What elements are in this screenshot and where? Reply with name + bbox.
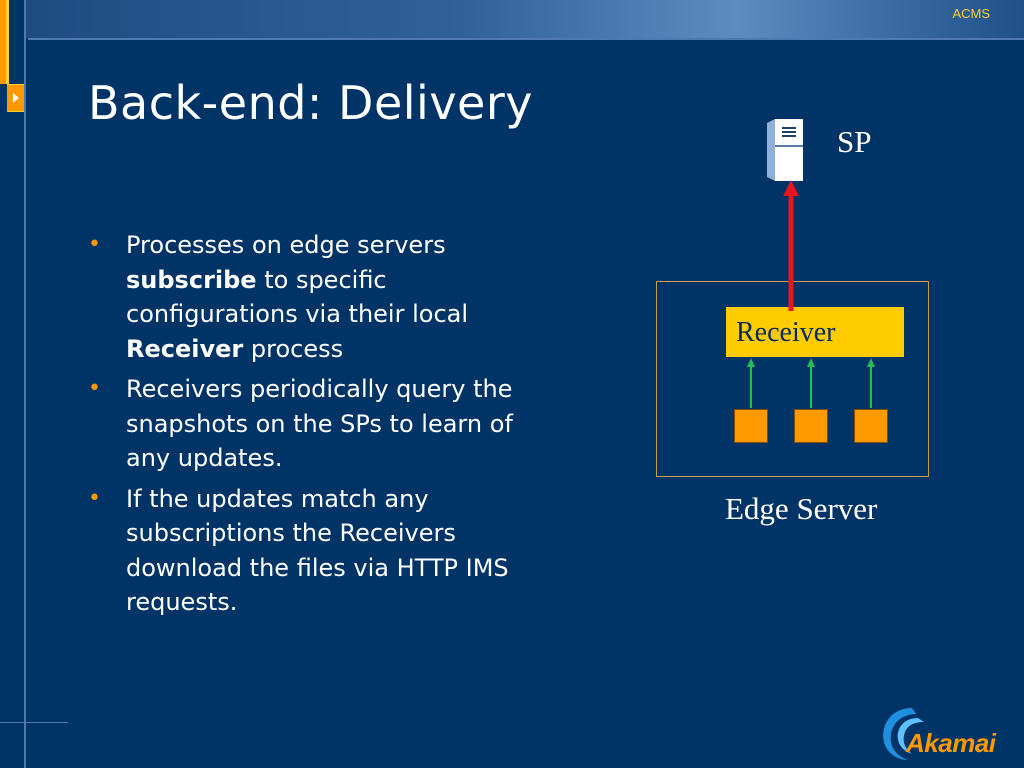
rail-accent (0, 0, 6, 84)
header-band (0, 0, 1024, 38)
akamai-logo: Akamai (878, 702, 1006, 764)
bullet-text: Processes on edge servers (126, 231, 446, 259)
bullet-text: If the updates match any subscriptions t… (126, 484, 509, 617)
bullet-dot-icon: • (88, 376, 101, 401)
edge-process-box (794, 409, 828, 443)
bullet-item: • If the updates match any subscriptions … (88, 482, 548, 620)
header-divider (28, 38, 1024, 40)
sp-label: SP (837, 124, 872, 159)
bullet-emphasis: subscribe (126, 265, 257, 294)
next-slide-arrow-icon[interactable] (7, 84, 24, 112)
bullet-text: to specific configurations via their loc… (126, 265, 469, 329)
akamai-swirl-icon (883, 708, 924, 760)
server-icon (767, 119, 803, 181)
bullet-emphasis: Receiver (126, 334, 244, 363)
uplink-arrow-head (783, 180, 799, 196)
bullet-list: • Processes on edge servers subscribe to … (88, 228, 548, 626)
slide-title: Back-end: Delivery (88, 76, 533, 130)
bullet-dot-icon: • (88, 232, 101, 257)
bullet-item: • Processes on edge servers subscribe to … (88, 228, 548, 366)
edge-process-box (854, 409, 888, 443)
receiver-box: Receiver (726, 307, 904, 357)
left-rail (0, 0, 26, 768)
header-label: ACMS (952, 6, 990, 21)
edge-process-box (734, 409, 768, 443)
rail-divider (24, 0, 26, 768)
bullet-dot-icon: • (88, 485, 101, 511)
bullet-text: process (243, 334, 344, 363)
edge-server-label: Edge Server (725, 491, 878, 526)
bullet-text: Receivers periodically query the snapsho… (126, 375, 513, 472)
rail-accent-gold (6, 0, 9, 84)
bullet-item: • Receivers periodically query the snapsh… (88, 372, 548, 476)
akamai-wordmark: Akamai (906, 728, 996, 758)
rail-bottom-divider (0, 722, 68, 723)
